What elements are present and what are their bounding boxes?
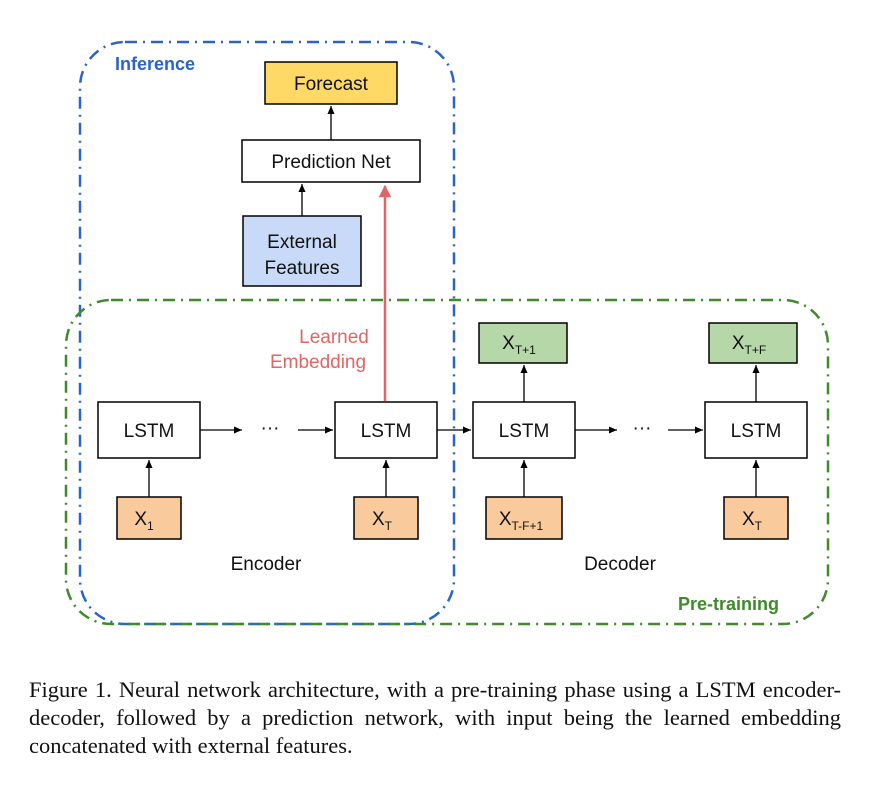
- pretraining-label: Pre-training: [678, 594, 779, 614]
- external-features-label-1: External: [267, 232, 337, 253]
- architecture-diagram: Inference Pre-training Forecast Predicti…: [64, 40, 830, 626]
- output-xtf-label: XT+F: [732, 333, 766, 357]
- figure-caption: Figure 1. Neural network architecture, w…: [29, 677, 841, 758]
- decoder-ellipsis: ···: [633, 418, 652, 439]
- forecast-label: Forecast: [294, 74, 369, 95]
- pretraining-region: [64, 298, 830, 626]
- decoder-lstm-1-label: LSTM: [499, 421, 550, 442]
- output-xtf-box: [708, 322, 798, 364]
- learned-embedding-label-2: Embedding: [270, 352, 366, 373]
- input-xt2-box: [723, 496, 789, 540]
- input-xtf1-label: XT-F+1: [499, 509, 544, 533]
- encoder-label: Encoder: [231, 554, 302, 575]
- encoder-ellipsis: ···: [261, 418, 280, 439]
- decoder-lstm-f: [704, 401, 808, 459]
- learned-embedding-label-1: Learned: [299, 327, 369, 348]
- inference-label: Inference: [115, 54, 195, 74]
- encoder-lstm-t-label: LSTM: [361, 421, 412, 442]
- input-xt2-label: XT: [742, 509, 763, 533]
- output-xt1-box: [478, 322, 568, 364]
- input-xtf1-box: [485, 496, 563, 540]
- input-xt-label: XT: [372, 509, 393, 533]
- decoder-lstm-f-label: LSTM: [731, 421, 782, 442]
- decoder-label: Decoder: [584, 554, 656, 575]
- forecast-box: [264, 61, 398, 105]
- output-xt1-label: XT+1: [502, 333, 536, 357]
- prediction-net-box: [241, 139, 421, 183]
- prediction-net-label: Prediction Net: [271, 152, 391, 173]
- encoder-lstm-t: [334, 401, 438, 459]
- external-features-box: [242, 215, 362, 287]
- encoder-lstm-1-label: LSTM: [124, 421, 175, 442]
- input-x1-label: X1: [134, 509, 154, 533]
- input-xt-box: [353, 496, 419, 540]
- external-features-label-2: Features: [265, 258, 340, 279]
